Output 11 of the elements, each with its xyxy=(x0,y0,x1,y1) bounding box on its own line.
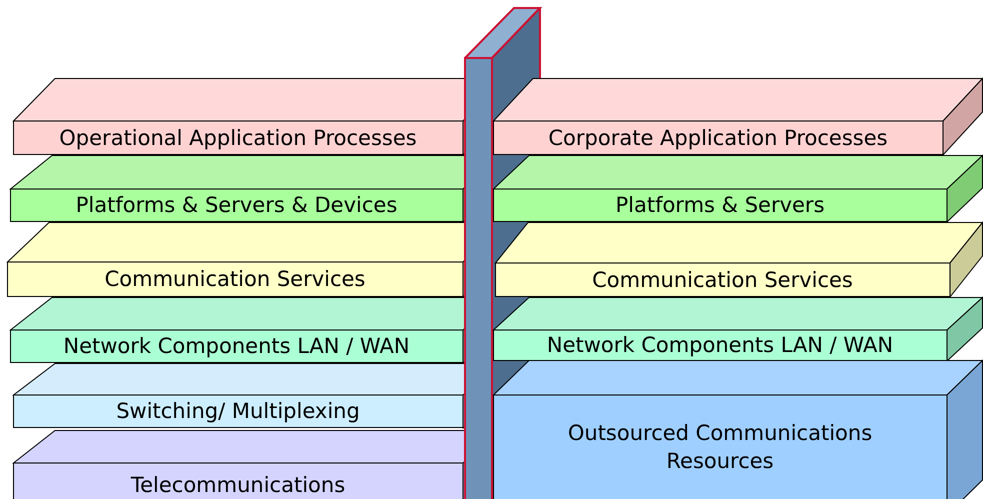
layer-label: Operational Application Processes xyxy=(59,124,417,152)
layer-label: Outsourced Communications Resources xyxy=(566,420,874,475)
layer-label: Communication Services xyxy=(104,266,366,294)
layer-label: Telecommunications xyxy=(130,472,346,499)
layer-label: Corporate Application Processes xyxy=(548,124,888,152)
layer-label: Platforms & Servers xyxy=(615,192,825,220)
layer-label: Network Components LAN / WAN xyxy=(63,333,410,360)
layer-label: Platforms & Servers & Devices xyxy=(76,192,398,220)
layer-label: Communication Services xyxy=(592,266,853,294)
layer-label: Network Components LAN / WAN xyxy=(546,332,894,360)
layer-label: Switching/ Multiplexing xyxy=(116,398,360,426)
